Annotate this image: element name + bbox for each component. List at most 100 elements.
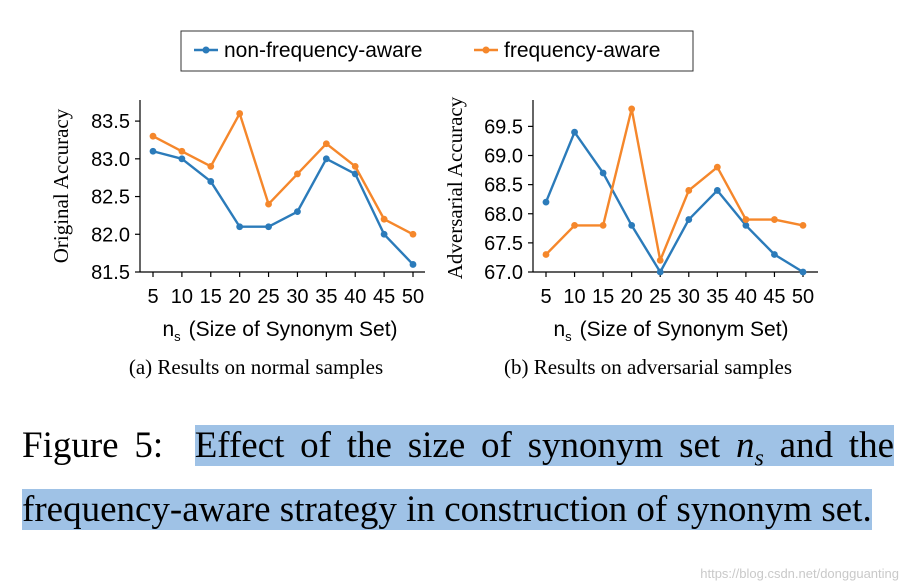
legend-item-non-frequency-aware: non-frequency-aware [194,39,422,62]
x-tick-label: 15 [200,286,222,308]
watermark: https://blog.csdn.net/dongguanting [700,566,899,581]
x-tick-label: 5 [540,286,551,308]
legend-marker-non-frequency-aware [202,46,210,54]
y-tick-label: 83.0 [91,149,130,171]
y-axis-label: Adversarial Accuracy [443,96,467,279]
y-axis-label: Original Accuracy [49,108,73,263]
figure-caption: Figure 5: Effect of the size of synonym … [22,420,895,536]
x-tick-label: 35 [315,286,337,308]
x-tick-label: 30 [678,286,700,308]
x-tick-label: 40 [344,286,366,308]
x-tick-label: 25 [257,286,279,308]
legend-item-frequency-aware: frequency-aware [474,39,660,62]
caption-text-before: Effect of the size of synonym set [194,425,721,466]
data-point-non-frequency-aware [742,222,750,229]
x-tick-label: 25 [649,286,671,308]
y-ticks: 67.067.568.068.569.069.5 [484,116,533,284]
x-axis-label-text: (Size of Synonym Set) [189,318,398,341]
data-point-non-frequency-aware [322,155,330,163]
series-lines [149,110,417,268]
x-axis-label-subscript: s [565,329,572,344]
data-point-non-frequency-aware [799,268,807,276]
data-point-frequency-aware [628,105,636,113]
x-tick-label: 50 [792,286,814,308]
x-axis-label: ns (Size of Synonym Set) [162,318,397,344]
data-point-frequency-aware [351,162,359,170]
x-tick-label: 40 [735,286,757,308]
subcaption-b: (b) Results on adversarial samples [504,355,792,379]
data-point-frequency-aware [294,170,301,178]
series-line-frequency-aware [152,112,414,236]
x-tick-label: 15 [592,286,614,308]
data-point-frequency-aware [380,215,388,223]
data-point-frequency-aware [322,140,330,148]
y-tick-label: 68.5 [484,175,523,197]
data-point-frequency-aware [656,256,664,264]
y-tick-label: 82.0 [91,224,130,246]
data-point-non-frequency-aware [599,169,607,177]
data-point-frequency-aware [542,251,550,258]
x-tick-label: 35 [706,286,728,308]
legend-marker-frequency-aware [482,46,490,54]
series-line-non-frequency-aware [152,150,414,266]
data-point-non-frequency-aware [236,223,244,231]
x-axis-label-subscript: s [174,329,181,344]
x-axis-label-text: (Size of Synonym Set) [580,318,789,341]
data-point-non-frequency-aware [265,223,272,231]
data-point-frequency-aware [685,187,693,194]
y-tick-label: 67.5 [484,233,523,255]
data-point-non-frequency-aware [571,128,578,136]
data-point-frequency-aware [178,147,186,155]
x-tick-label: 45 [763,286,785,308]
data-point-frequency-aware [149,132,157,140]
data-point-frequency-aware [799,222,807,229]
x-axis-label-symbol: n [162,318,174,341]
data-point-non-frequency-aware [656,268,664,276]
y-tick-label: 81.5 [91,262,130,284]
data-point-non-frequency-aware [771,251,778,258]
caption-symbol-main: n [735,425,755,466]
y-tick-label: 68.0 [484,204,523,226]
subcaption-a: (a) Results on normal samples [129,355,383,379]
data-point-frequency-aware [265,200,272,208]
x-axis-label-symbol: n [553,318,565,341]
caption-symbol: ns [735,425,764,471]
series-line-frequency-aware [545,107,804,262]
data-point-frequency-aware [409,230,417,238]
x-tick-label: 10 [563,286,585,308]
data-point-frequency-aware [571,222,578,229]
caption-text-after: and the frequency-aware strategy in cons… [22,425,895,531]
legend-box [180,30,694,72]
series-lines [542,105,807,276]
legend-label-frequency-aware: frequency-aware [504,39,660,62]
data-point-frequency-aware [713,163,721,171]
y-tick-label: 82.5 [91,187,130,209]
data-point-non-frequency-aware [409,261,417,268]
data-point-non-frequency-aware [149,147,157,155]
data-point-non-frequency-aware [542,198,550,206]
data-point-non-frequency-aware [351,170,359,178]
y-ticks: 81.5 82.0 82.5 83.0 83.5 [91,111,140,284]
x-tick-label: 45 [373,286,395,308]
data-point-non-frequency-aware [207,178,215,185]
data-point-frequency-aware [236,110,244,117]
data-point-non-frequency-aware [380,230,388,238]
x-tick-label: 30 [286,286,308,308]
data-point-non-frequency-aware [178,155,186,163]
data-point-frequency-aware [599,222,607,229]
data-point-frequency-aware [207,162,215,170]
series-line-non-frequency-aware [544,131,804,274]
legend-label-non-frequency-aware: non-frequency-aware [224,39,422,62]
y-tick-label: 83.5 [91,111,130,133]
data-point-non-frequency-aware [713,187,721,194]
caption-symbol-sub: s [754,445,764,472]
y-tick-label: 69.0 [484,146,523,168]
data-point-frequency-aware [771,216,778,223]
y-tick-label: 69.5 [484,116,523,138]
x-axis-label: ns (Size of Synonym Set) [553,318,788,344]
data-point-non-frequency-aware [628,222,636,229]
legend: non-frequency-aware frequency-aware [180,30,694,72]
